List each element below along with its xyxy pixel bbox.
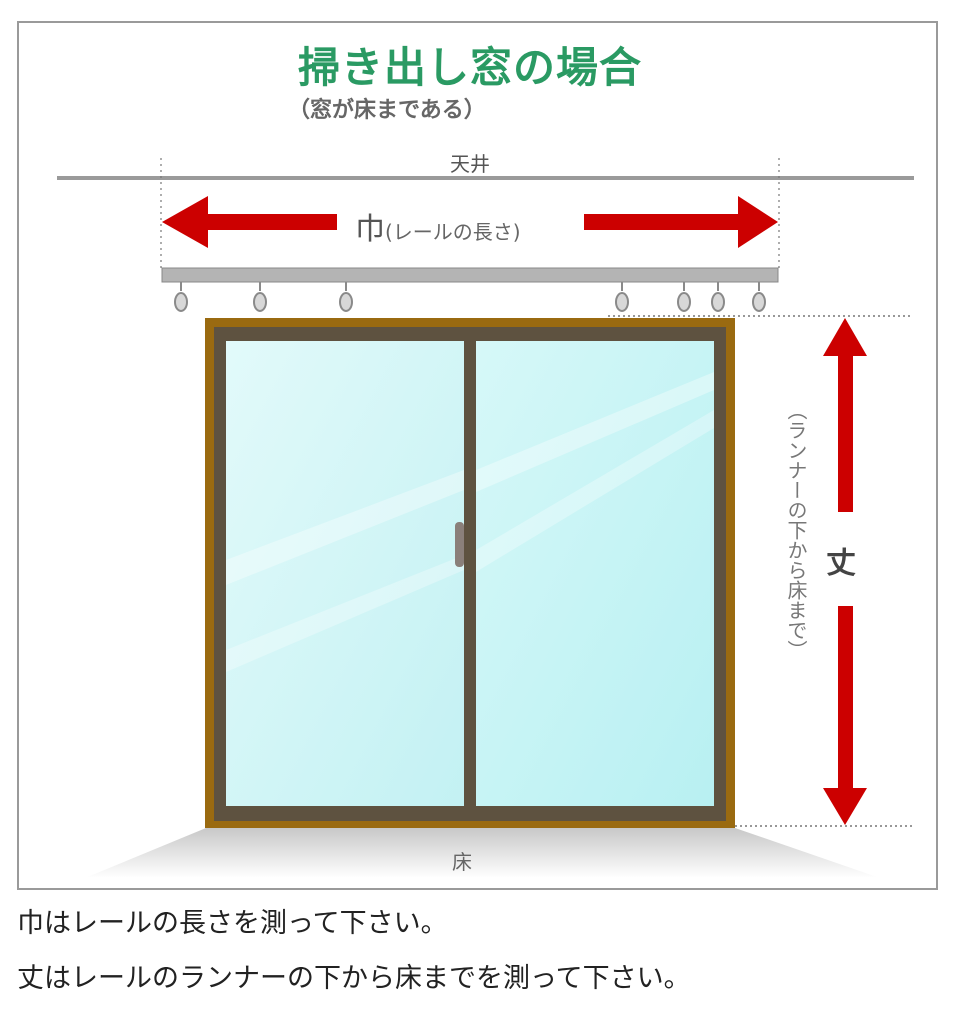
ceiling-line: [57, 176, 914, 180]
height-main-label: 丈: [826, 546, 856, 581]
width-arrow-left-icon: [162, 196, 337, 248]
width-main-label: 巾: [355, 212, 385, 247]
runner-icons: [174, 282, 766, 312]
sliding-window: [205, 318, 735, 828]
floor-label: 床: [452, 850, 472, 874]
floor-shape: [85, 828, 880, 878]
curtain-rail: [161, 267, 779, 283]
height-arrow-down-icon: [823, 606, 867, 825]
window-handle-icon: [455, 522, 464, 567]
instruction-width: 巾はレールの長さを測って下さい。: [17, 908, 448, 939]
diagram-subtitle: （窓が床まである）: [288, 98, 486, 123]
height-arrow-up-icon: [823, 318, 867, 512]
diagram-title: 掃き出し窓の場合: [297, 43, 642, 92]
width-label: 巾(レールの長さ): [355, 204, 521, 248]
width-arrow-right-icon: [584, 196, 778, 248]
instruction-height: 丈はレールのランナーの下から床までを測って下さい。: [17, 963, 691, 994]
height-note-label: （ランナーの下から床まで）: [784, 400, 808, 660]
ceiling-label: 天井: [450, 152, 490, 176]
width-note-label: (レールの長さ): [385, 220, 521, 244]
